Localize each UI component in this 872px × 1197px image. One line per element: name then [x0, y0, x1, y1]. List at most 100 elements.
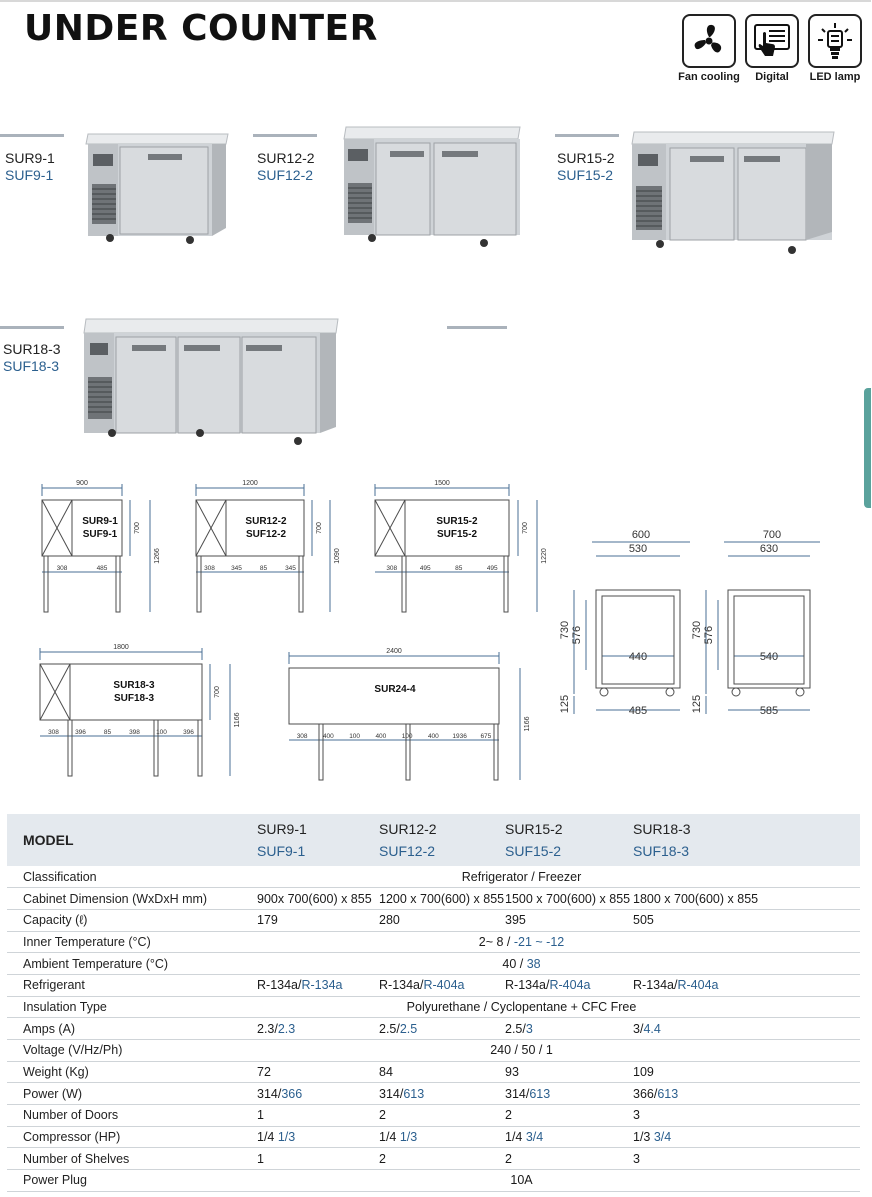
row-label: Inner Temperature (°C)	[7, 931, 243, 954]
refrigerator-value: 1800 x 700(600) x 855	[633, 891, 759, 906]
refrigerator-value: 109	[633, 1065, 654, 1080]
table-cell: 1500 x 700(600) x 855	[491, 887, 630, 910]
freezer-value: 2.5	[399, 1021, 418, 1036]
row-label: Number of Shelves	[7, 1147, 243, 1171]
drawing-model-name: SUR24-4	[374, 684, 416, 695]
table-cell: 2~ 8 / -21 ~ -12	[243, 931, 860, 954]
led-lamp-icon	[818, 23, 852, 59]
inner-depth-label: 630	[760, 543, 778, 555]
drawing-model-name: SUR9-1	[82, 516, 118, 527]
refrigerator-value: 1/4	[379, 1130, 400, 1145]
refrigerator-value: 314/	[379, 1086, 404, 1101]
freezer-value: 613	[403, 1086, 425, 1101]
refrigerator-value: R-134a/	[633, 978, 678, 993]
refrigerator-value: 3	[633, 1151, 640, 1166]
freezer-value: 613	[529, 1086, 551, 1101]
refrigerator-value: 10A	[510, 1173, 533, 1188]
header-label: MODEL	[7, 814, 243, 866]
segment-label: 495	[487, 565, 498, 572]
caster-wheel	[599, 687, 609, 697]
refrigerator-value: 2.5/	[379, 1021, 400, 1036]
width-label: 1800	[113, 644, 129, 651]
table-cell: 240 / 50 / 1	[243, 1039, 860, 1062]
table-row: Insulation Type Polyurethane / Cyclopenta…	[7, 996, 860, 1019]
table-row: Ambient Temperature (°C)40 / 38	[7, 952, 860, 975]
refrigerator-value: 1	[257, 1108, 264, 1123]
refrigerator-value: 3/	[633, 1021, 644, 1036]
row-label: Compressor (HP)	[7, 1126, 243, 1149]
refrigerator-value: 179	[257, 913, 278, 928]
row-label: Capacity (ℓ)	[7, 909, 243, 932]
cabinet-side-outline	[727, 589, 811, 689]
row-label: Weight (Kg)	[7, 1061, 243, 1084]
drawing-model-name: SUR18-3	[113, 680, 155, 691]
compressor-section	[41, 499, 73, 557]
drawing-model-name: SUF12-2	[246, 529, 286, 540]
refrigerator-value: 280	[379, 913, 400, 928]
segment-label: 398	[129, 729, 140, 736]
freezer-model: SUF18-3	[633, 843, 690, 859]
top-rule	[0, 0, 871, 2]
refrigerator-model: SUR12-2	[257, 150, 315, 166]
cabinet-leg	[43, 555, 49, 613]
freezer-value: -21 ~ -12	[513, 934, 565, 949]
outer-depth-label: 700	[763, 529, 781, 541]
table-cell: 2.3/2.3	[243, 1017, 365, 1040]
table-cell: 2	[365, 1147, 491, 1171]
total-height-label: 730	[559, 621, 571, 639]
refrigerator-value: 2	[379, 1151, 386, 1166]
table-cell: 1800 x 700(600) x 855	[619, 887, 860, 910]
table-cell: 2.5/3	[491, 1017, 619, 1040]
height-label: 700	[522, 522, 529, 534]
label-rule	[0, 326, 64, 329]
refrigerator-value: 1500 x 700(600) x 855	[505, 891, 631, 906]
product-photo-sur15-2	[631, 131, 835, 254]
compressor-cross	[39, 663, 71, 721]
table-cell: 3	[619, 1147, 860, 1171]
compressor-section	[195, 499, 227, 557]
segment-label: 308	[297, 733, 308, 740]
cabinet-leg	[67, 719, 73, 777]
refrigerator-value: Polyurethane / Cyclopentane + CFC Free	[406, 999, 637, 1014]
label-rule	[447, 326, 507, 329]
freezer-value: R-404a	[677, 978, 719, 993]
drawing-model-name: SUR15-2	[436, 516, 478, 527]
refrigerator-value: R-134a/	[505, 978, 550, 993]
freezer-model: SUF12-2	[257, 167, 314, 183]
table-row: Cabinet Dimension (WxDxH mm)900x 700(600…	[7, 887, 860, 910]
cabinet-leg	[298, 555, 304, 613]
cabinet-leg	[197, 719, 203, 777]
row-label: Insulation Type	[7, 996, 243, 1019]
cabinet-side-outline	[595, 589, 681, 689]
refrigerator-model: SUR12-2	[379, 821, 437, 837]
refrigerator-model: SUR18-3	[633, 821, 691, 837]
freezer-value: 3/4	[525, 1130, 544, 1145]
width-label: 1500	[434, 480, 450, 487]
freezer-value: 3	[525, 1021, 533, 1036]
feature-digital: Digital	[745, 14, 799, 83]
table-cell: 2	[365, 1104, 491, 1127]
cabinet-leg	[115, 555, 121, 613]
cabinet-leg	[503, 555, 509, 613]
overall-height-label: 1166	[234, 712, 241, 727]
segment-label: 400	[323, 733, 334, 740]
table-cell: 505	[619, 909, 860, 932]
cabinet-front-outline	[374, 499, 510, 557]
refrigerator-value: 93	[505, 1065, 519, 1080]
product-photo-sur9-1	[85, 133, 229, 244]
label-rule	[0, 134, 64, 137]
base-depth-label: 485	[629, 705, 647, 717]
refrigerator-value: 900x 700(600) x 855	[257, 891, 372, 906]
table-cell: 366/613	[619, 1082, 860, 1106]
cabinet-front-outline	[39, 663, 203, 721]
leg-height-label: 125	[691, 695, 703, 713]
base-depth-label: 585	[760, 705, 778, 717]
cabinet-leg	[153, 719, 159, 777]
refrigerator-value: 2.3/	[257, 1021, 278, 1036]
refrigerator-value: 314/	[505, 1086, 530, 1101]
segment-label: 345	[231, 565, 242, 572]
